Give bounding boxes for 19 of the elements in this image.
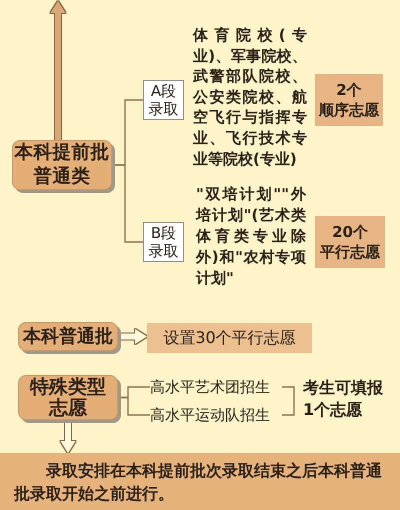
arrow <box>60 420 76 453</box>
arrow <box>50 1 66 140</box>
category-box: 本科提前批普通类 <box>12 140 112 190</box>
branch-text: 高水平艺术团招生 <box>150 377 278 397</box>
arrow <box>118 329 147 344</box>
choice-count-box: 20个平行志愿 <box>315 216 385 268</box>
stage-box: A段录取 <box>143 80 184 120</box>
category-box: 本科普通批 <box>18 322 118 351</box>
choice-count-box: 2个顺序志愿 <box>315 74 383 126</box>
note-text: 考生可填报1个志愿 <box>303 377 384 421</box>
stage-box: B段录取 <box>143 222 184 262</box>
description-text: 体育院校(专业)、军事院校、武警部队院校、公安类院校、航空飞行与指挥专业、飞行技术专业等院校(专业) <box>193 25 307 170</box>
connector-line <box>112 164 143 243</box>
branch-text: 高水平运动队招生 <box>150 405 278 425</box>
description-text: "双培计划""外培计划"(艺术类体育类专业除外)和"农村专项计划" <box>196 184 306 289</box>
connector-line <box>118 396 150 416</box>
note-band: 录取安排在本科提前批次录取结束之后本科普通批录取开始之前进行。 <box>0 453 400 510</box>
result-box: 设置30个平行志愿 <box>147 323 312 353</box>
category-box: 特殊类型志愿 <box>18 375 118 420</box>
